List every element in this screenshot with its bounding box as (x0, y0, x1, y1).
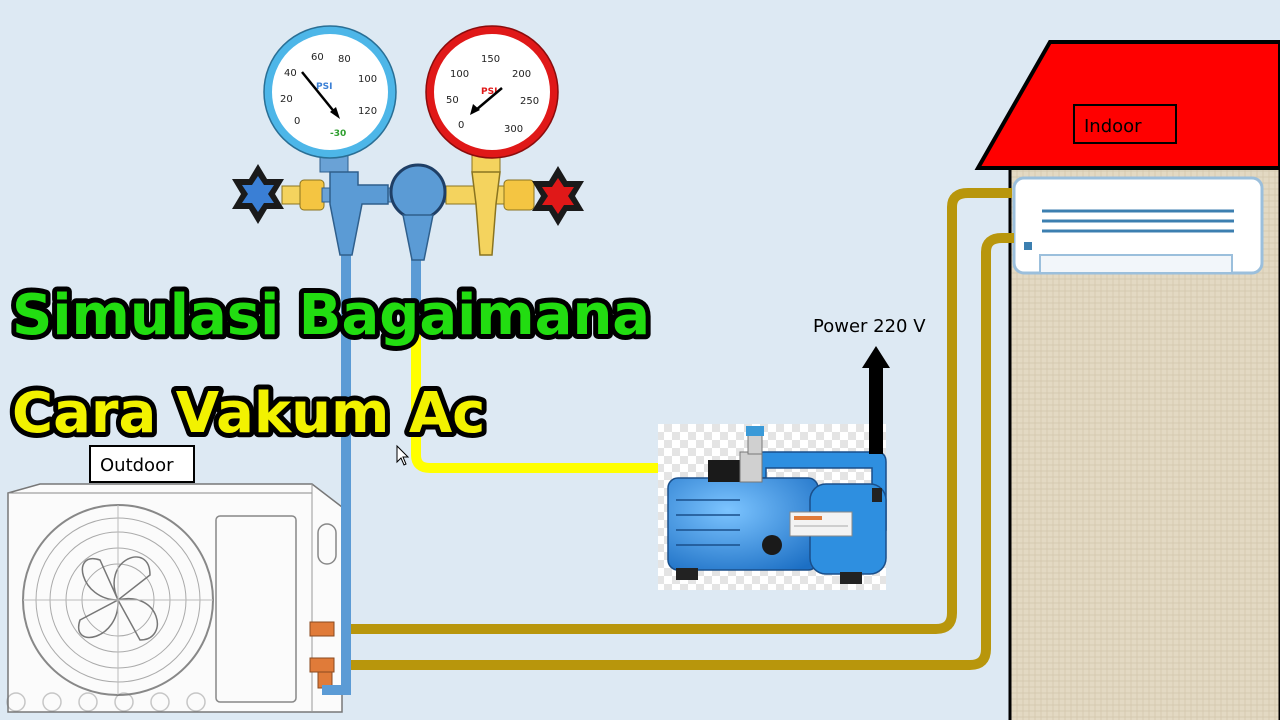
high-gauge-tick: 300 (504, 124, 523, 135)
outdoor-fan-grille (23, 505, 213, 695)
low-gauge-tick: 80 (338, 54, 351, 65)
low-gauge-tick: 40 (284, 68, 297, 79)
mouse-pointer-icon (397, 446, 408, 465)
outdoor-service-valve-lower (310, 658, 334, 672)
low-gauge-tick: 100 (358, 74, 377, 85)
indoor-label-text: Indoor (1084, 116, 1142, 137)
outdoor-label: Outdoor (90, 446, 194, 482)
outdoor-service-valve-upper (310, 622, 334, 636)
low-gauge-tick: 0 (294, 116, 300, 127)
low-gauge-tick: 120 (358, 106, 377, 117)
manifold-gauge-set (232, 150, 584, 260)
high-gauge-tick: 0 (458, 120, 464, 131)
red-star-knob-icon[interactable] (532, 166, 584, 226)
high-gauge-tick: 100 (450, 69, 469, 80)
high-gauge-tick: 50 (446, 95, 459, 106)
indoor-ac-unit (1014, 178, 1262, 273)
title-line-1: Simulasi Bagaimana (12, 283, 650, 348)
title-line-2: Cara Vakum Ac (12, 381, 485, 446)
blue-star-knob-icon[interactable] (232, 164, 284, 224)
power-label: Power 220 V (813, 316, 926, 337)
pump-logo (762, 535, 782, 555)
center-port (391, 165, 445, 219)
outdoor-label-text: Outdoor (100, 455, 174, 476)
high-gauge-tick: 150 (481, 54, 500, 65)
outdoor-unit (7, 484, 342, 712)
high-gauge-tick: 250 (520, 96, 539, 107)
vacuum-pump (658, 424, 886, 590)
low-pressure-gauge: 0 20 40 60 80 100 120 PSI -30 (264, 26, 396, 158)
low-gauge-tick: 60 (311, 52, 324, 63)
low-gauge-vacuum-mark: -30 (330, 129, 346, 139)
low-gauge-tick: 20 (280, 94, 293, 105)
high-pressure-gauge: 0 50 100 150 200 250 300 PSI (426, 26, 558, 158)
high-gauge-tick: 200 (512, 69, 531, 80)
